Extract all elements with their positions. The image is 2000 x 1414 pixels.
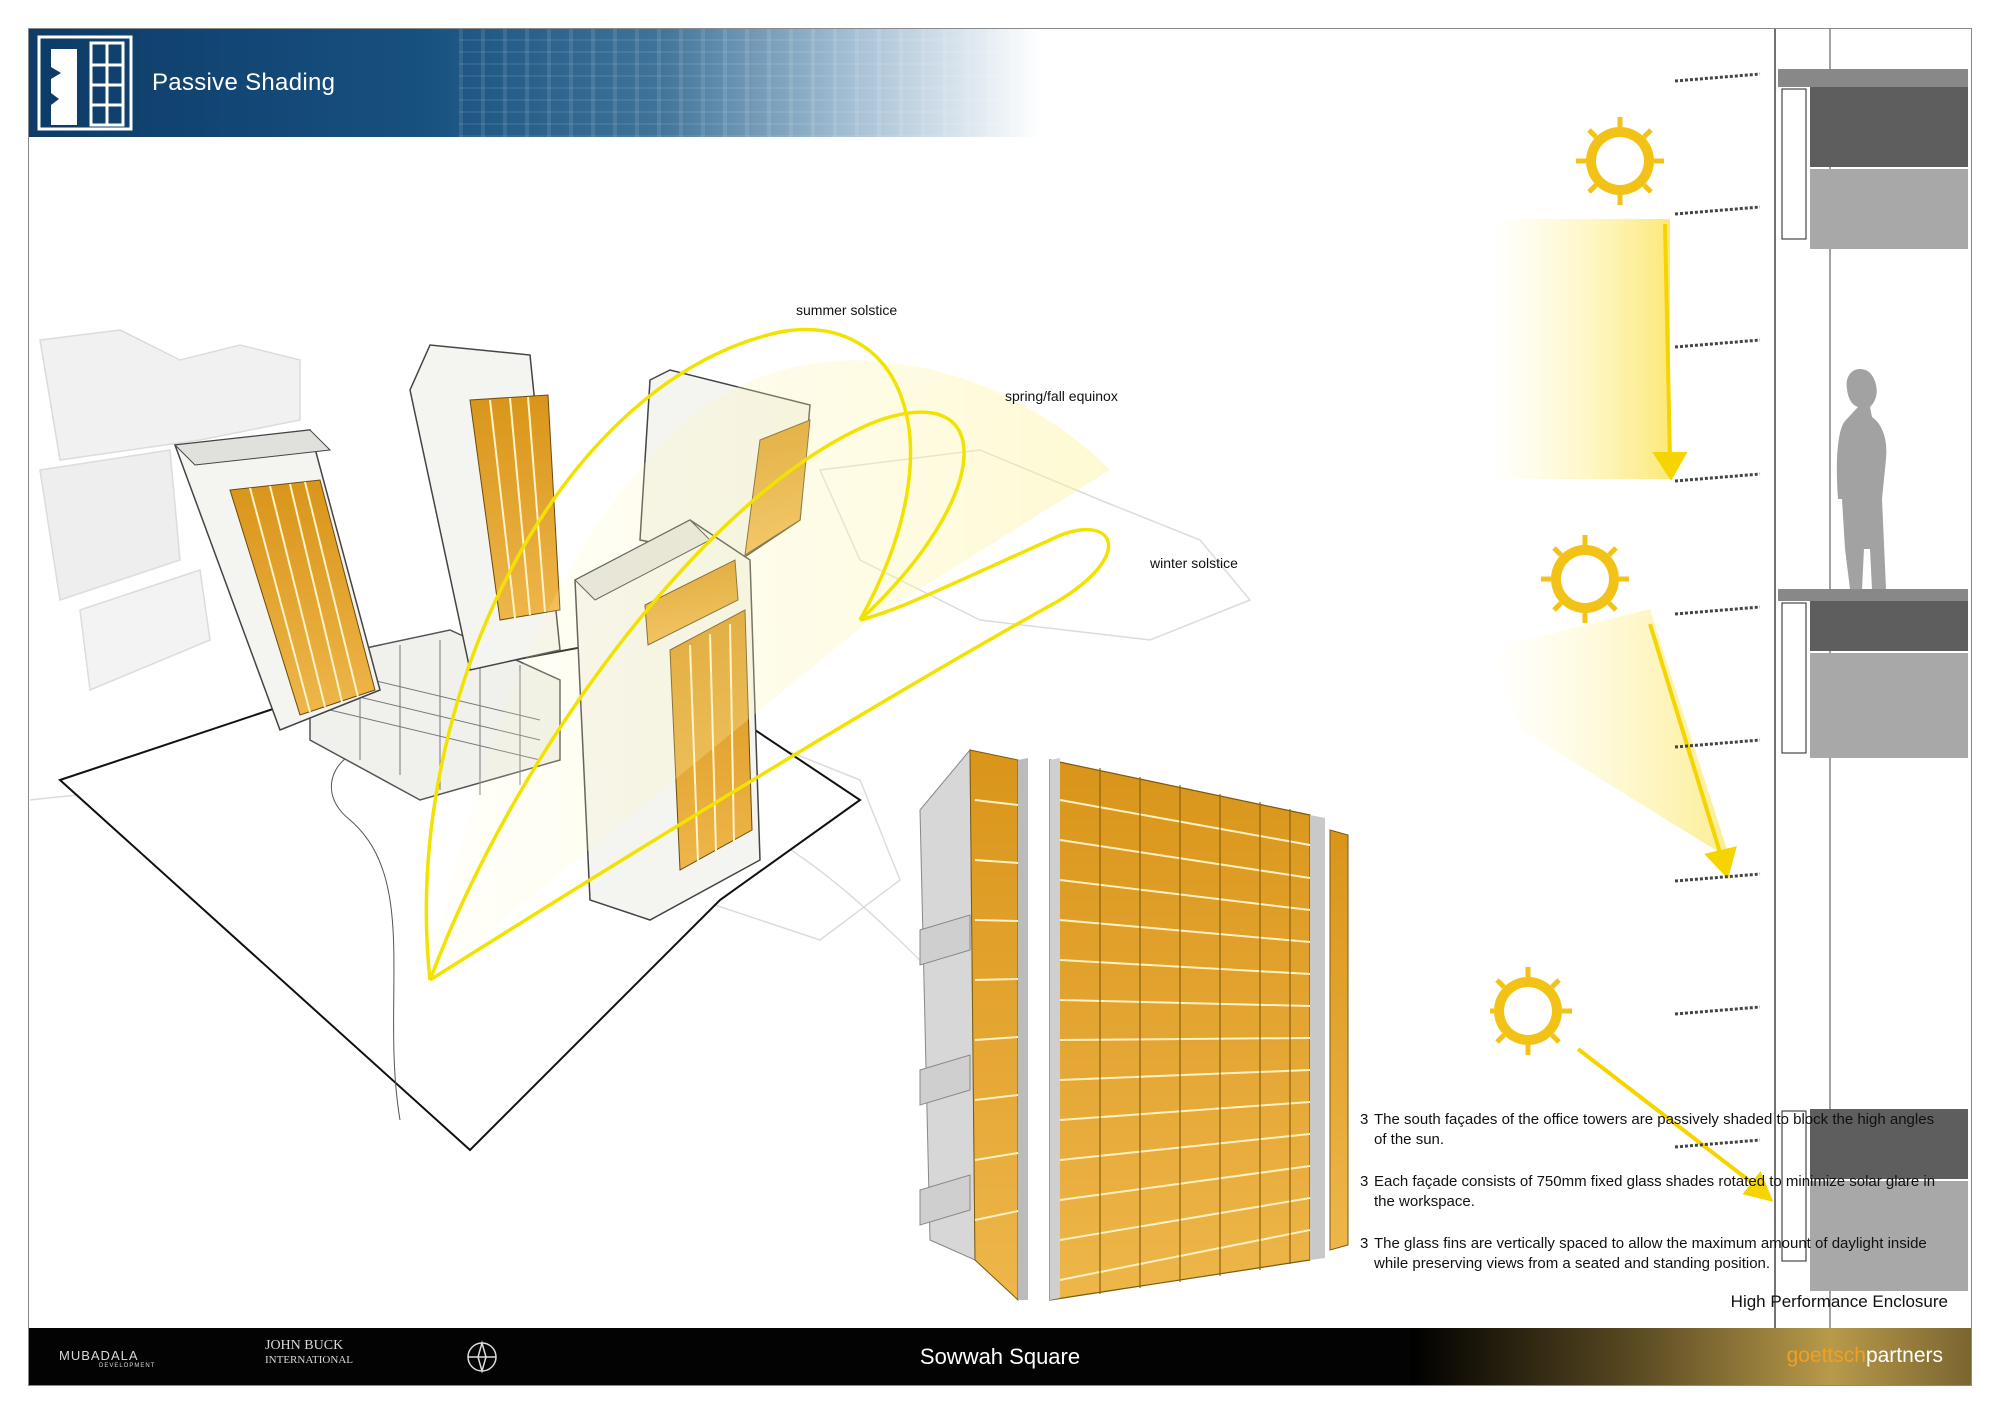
firm-name-part1: goettsch (1786, 1344, 1866, 1367)
page-title: Passive Shading (152, 69, 336, 96)
label-summer-solstice: summer solstice (796, 302, 898, 318)
person-silhouette-icon (1836, 369, 1887, 589)
bullet-text: The glass fins are vertically spaced to … (1374, 1235, 1927, 1272)
tower-1 (173, 429, 381, 731)
summer-sun-beam (1490, 219, 1670, 479)
bullet-text: Each façade consists of 750mm fixed glas… (1374, 1173, 1936, 1210)
winter-solstice-arc (429, 528, 1111, 982)
summer-solstice-arc (424, 327, 913, 981)
sun-mid-icon (1541, 535, 1629, 623)
sun-high-icon (1576, 117, 1664, 205)
firm-name-part2: partners (1865, 1344, 1943, 1367)
bullet-marker: 3 (1360, 1235, 1369, 1252)
project-name: Sowwah Square (919, 1344, 1081, 1369)
johnbuck-logo: JOHN BUCK INTERNATIONAL (265, 1338, 353, 1368)
facade-logo-icon (37, 35, 133, 131)
context-city (29, 329, 1252, 1001)
equinox-arc (428, 410, 966, 981)
header-banner: Passive Shading (29, 29, 1041, 137)
bullet-list: 3 The south façades of the office towers… (1360, 1110, 1950, 1296)
bullet-item: 3 Each façade consists of 750mm fixed gl… (1360, 1172, 1950, 1212)
label-winter-solstice: winter solstice (1150, 555, 1238, 571)
section-caption: High Performance Enclosure (1730, 1292, 1948, 1311)
floor-slabs (1778, 69, 1968, 1291)
sun-low-icon (1490, 967, 1572, 1055)
north-arrow-icon (467, 1340, 497, 1374)
tower-2 (409, 344, 561, 671)
footer-bar: MUBADALA DEVELOPMENT JOHN BUCK INTERNATI… (29, 1328, 1971, 1385)
footer-gold-texture (1411, 1328, 1971, 1385)
sun-path-diagram (424, 327, 1111, 982)
firm-logo: goettschpartners (1787, 1344, 1943, 1368)
johnbuck-logo-line2: INTERNATIONAL (265, 1354, 353, 1366)
mubadala-logo: MUBADALA DEVELOPMENT (59, 1348, 155, 1369)
bullet-item: 3 The south façades of the office towers… (1360, 1110, 1950, 1150)
facade-detail-axonometric (919, 748, 1349, 1302)
header-building-texture (459, 29, 1019, 137)
mubadala-logo-sub: DEVELOPMENT (99, 1363, 156, 1369)
mubadala-logo-text: MUBADALA (59, 1348, 139, 1363)
bullet-marker: 3 (1360, 1111, 1369, 1128)
bullet-marker: 3 (1360, 1173, 1369, 1190)
bullet-text: The south façades of the office towers a… (1374, 1111, 1935, 1148)
equinox-sun-beam (1490, 609, 1730, 859)
bullet-item: 3 The glass fins are vertically spaced t… (1360, 1234, 1950, 1274)
enclosure-section-diagram (1490, 29, 1968, 1328)
label-equinox: spring/fall equinox (1005, 388, 1118, 404)
glass-fins (1674, 72, 1761, 1149)
sheet-frame (28, 28, 1972, 1386)
johnbuck-logo-line1: JOHN BUCK (265, 1338, 344, 1353)
